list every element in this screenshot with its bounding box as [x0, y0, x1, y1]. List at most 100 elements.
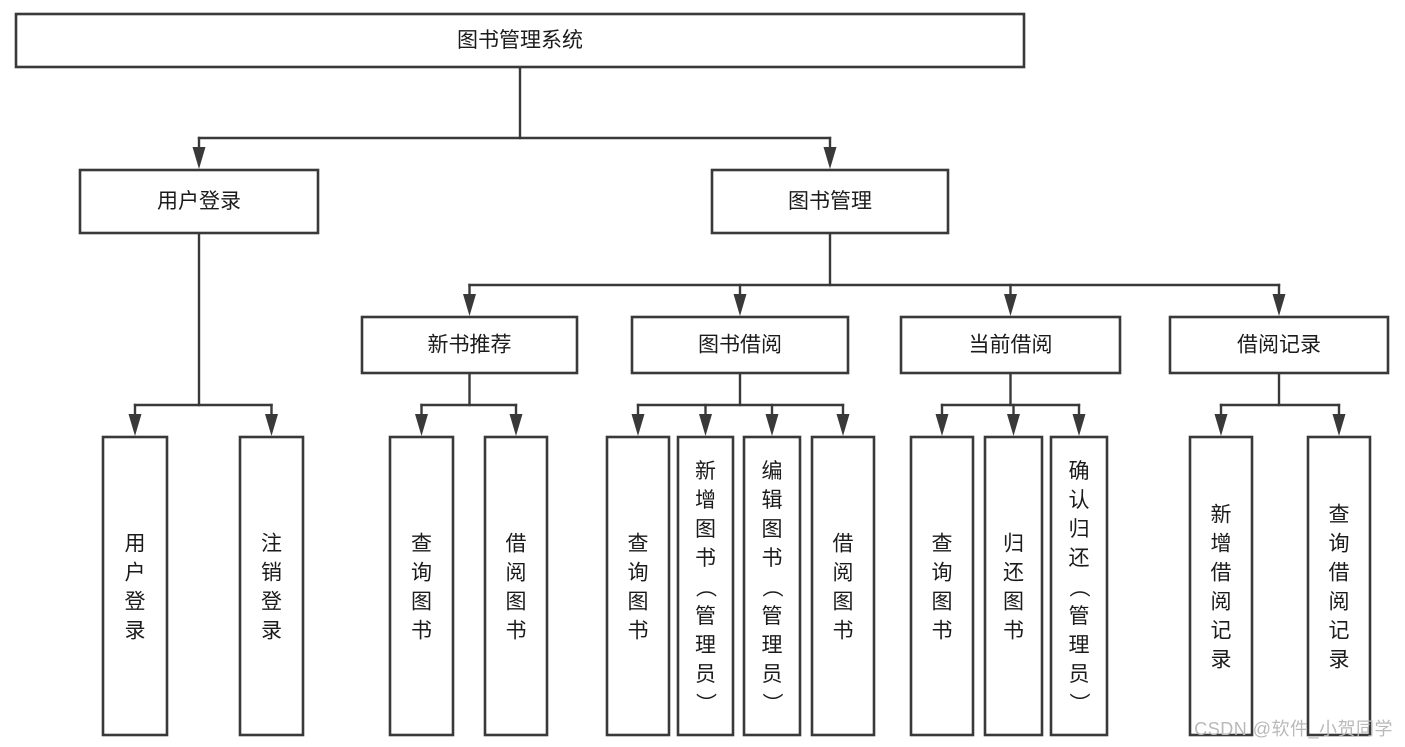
node-label-char: 归 [1069, 518, 1090, 541]
node-box [710, 168, 950, 235]
node-label-char: 登 [261, 591, 282, 614]
node-l3-borrow[interactable]: 图书借阅 [630, 315, 850, 375]
node-l2-book-mgmt[interactable]: 图书管理 [710, 168, 950, 235]
node-l2-user-login[interactable]: 用户登录 [78, 168, 320, 235]
node-label-char: 员 [1069, 663, 1090, 686]
node-label-char: 管 [695, 605, 716, 628]
node-label: 图书管理 [788, 190, 872, 213]
node-l3-new-book[interactable]: 新书推荐 [360, 315, 579, 375]
node-label-char: 图 [628, 591, 649, 614]
node-box [909, 435, 975, 737]
node-label-char: 录 [1211, 649, 1232, 672]
node-label-char: 管 [1069, 605, 1090, 628]
node-box [78, 168, 320, 235]
node-leaf-user-login[interactable]: 用户登录 [101, 435, 169, 737]
node-label-char: 查 [1329, 504, 1350, 527]
node-label-char: 书 [695, 547, 716, 570]
node-box [983, 435, 1044, 737]
node-label: 用户登录 [157, 190, 241, 213]
node-label-char: 图 [506, 591, 527, 614]
node-label-char: 理 [1069, 634, 1090, 657]
node-label-char: 图 [695, 518, 716, 541]
node-label: 借阅记录 [1237, 334, 1321, 357]
node-label-char: 记 [1329, 620, 1350, 643]
node-label-char: 录 [261, 620, 282, 643]
node-label-char: 阅 [1329, 591, 1350, 614]
node-label-char: ） [760, 693, 783, 714]
node-label-char: 认 [1069, 489, 1090, 512]
node-label-char: 图 [833, 591, 854, 614]
node-label-char: 询 [628, 562, 649, 585]
node-label-char: 阅 [833, 562, 854, 585]
node-label-char: 图 [762, 518, 783, 541]
node-label-char: 登 [125, 591, 146, 614]
node-label-char: 借 [506, 533, 527, 556]
node-label-char: 理 [695, 634, 716, 657]
node-label-char: ） [694, 693, 717, 714]
node-box [810, 435, 876, 737]
node-label-char: 查 [411, 533, 432, 556]
node-label-char: 用 [125, 533, 146, 556]
node-label-char: 注 [261, 533, 282, 556]
node-label-char: （ [1067, 577, 1090, 598]
node-label: 图书借阅 [698, 334, 782, 357]
node-label-char: （ [760, 577, 783, 598]
node-label-char: 图 [932, 591, 953, 614]
node-label-char: 书 [762, 547, 783, 570]
node-box [360, 315, 579, 375]
node-box [676, 435, 735, 737]
node-label-char: 归 [1003, 533, 1024, 556]
node-label-char: 查 [932, 533, 953, 556]
node-l3-record[interactable]: 借阅记录 [1168, 315, 1390, 375]
node-label-char: 借 [1329, 562, 1350, 585]
node-label-char: 还 [1069, 547, 1090, 570]
node-box [1049, 435, 1109, 737]
node-box [238, 435, 305, 737]
node-label-char: 员 [762, 663, 783, 686]
node-label-char: 记 [1211, 620, 1232, 643]
node-label-char: 新 [1211, 504, 1232, 527]
node-label-char: 确 [1069, 460, 1090, 483]
node-label-char: 新 [695, 460, 716, 483]
node-label-char: 销 [261, 562, 282, 585]
node-label-char: 理 [762, 634, 783, 657]
node-box [101, 435, 169, 737]
node-label-char: 查 [628, 533, 649, 556]
node-label-char: 管 [762, 605, 783, 628]
node-label-char: 编 [762, 460, 783, 483]
node-box [388, 435, 455, 737]
node-label-char: ） [1067, 693, 1090, 714]
node-l3-current[interactable]: 当前借阅 [899, 315, 1122, 375]
node-root[interactable]: 图书管理系统 [14, 12, 1026, 69]
node-label-char: 借 [833, 533, 854, 556]
node-label-char: 书 [628, 620, 649, 643]
node-label-char: 录 [1329, 649, 1350, 672]
node-box [1306, 435, 1372, 737]
node-box [630, 315, 850, 375]
node-label-char: 图 [411, 591, 432, 614]
node-box [742, 435, 802, 737]
node-label: 当前借阅 [969, 334, 1053, 357]
node-box [1168, 315, 1390, 375]
node-label-char: 还 [1003, 562, 1024, 585]
nodes-layer: 图书管理系统用户登录图书管理新书推荐图书借阅当前借阅借阅记录用户登录注销登录查询… [14, 12, 1390, 737]
node-label-char: 阅 [1211, 591, 1232, 614]
node-label-char: 询 [1329, 533, 1350, 556]
node-label-char: 书 [932, 620, 953, 643]
node-label-char: 借 [1211, 562, 1232, 585]
node-box [483, 435, 549, 737]
